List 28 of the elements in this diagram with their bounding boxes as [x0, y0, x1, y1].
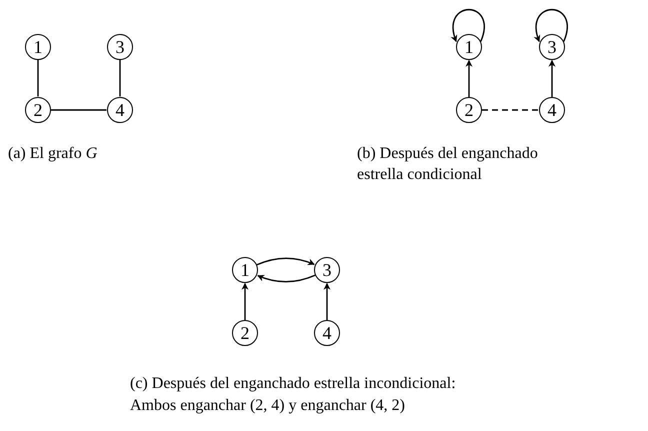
self-loop-arrow	[451, 9, 485, 42]
vertex-circle: 2	[456, 97, 482, 123]
caption: (a) El grafo G	[8, 144, 98, 164]
vertex-circle: 3	[107, 34, 133, 60]
edge-line	[482, 109, 538, 111]
vertex-circle: 1	[232, 257, 258, 283]
edge-line	[51, 109, 106, 111]
arrow	[324, 282, 330, 320]
arrow	[466, 60, 472, 97]
arrow	[257, 274, 316, 282]
arrow	[242, 282, 248, 320]
vertex-circle: 2	[232, 320, 258, 346]
self-loop-arrow	[534, 9, 568, 42]
vertex-circle: 4	[539, 97, 565, 123]
vertex-circle: 1	[25, 34, 51, 60]
arrow	[256, 258, 315, 266]
caption: Ambos enganchar (2, 4) y enganchar (4, 2)	[130, 396, 406, 416]
edge-line	[119, 60, 121, 96]
vertex-circle: 2	[25, 97, 51, 123]
caption: (b) Después del enganchado estrella condicional	[357, 144, 539, 185]
vertex-circle: 3	[314, 257, 340, 283]
vertex-circle: 4	[314, 320, 340, 346]
arrow	[548, 60, 556, 97]
vertex-circle: 1	[456, 34, 482, 60]
vertex-circle: 3	[539, 34, 565, 60]
vertex-circle: 4	[107, 97, 133, 123]
edge-line	[37, 60, 39, 96]
caption: (c) Después del enganchado estrella incondicional:	[130, 374, 456, 394]
